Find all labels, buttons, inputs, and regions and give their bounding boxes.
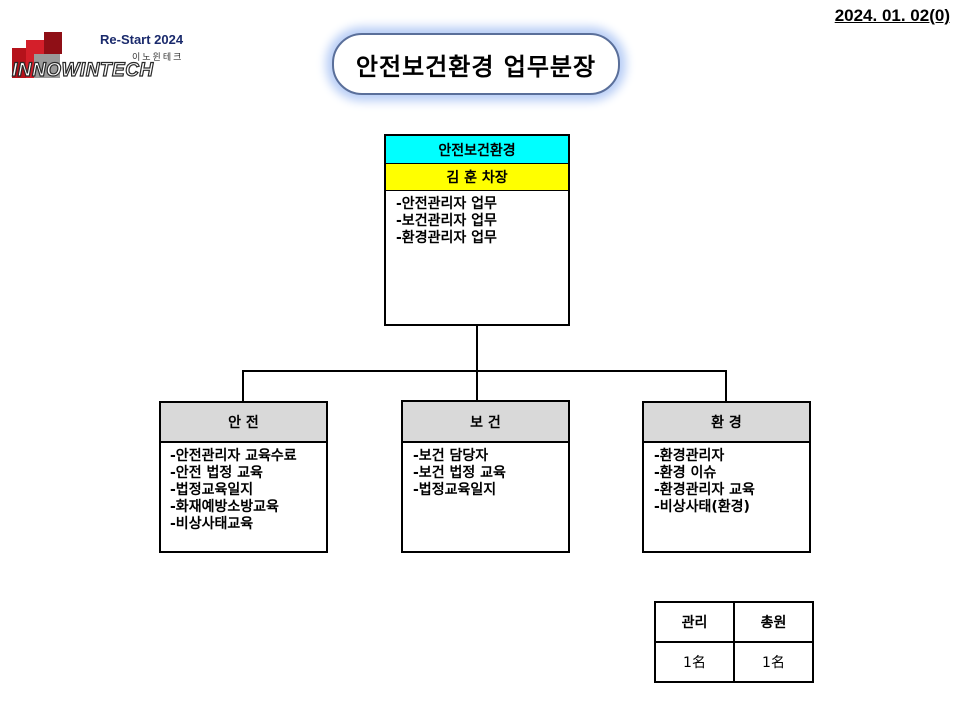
logo-restart-text: Re-Start 2024	[100, 32, 184, 47]
connector-line	[476, 325, 478, 372]
logo-mark-icon	[12, 32, 62, 78]
document-date: 2024. 01. 02(0)	[834, 6, 950, 25]
dept-header: 안전보건환경	[386, 136, 568, 164]
list-item: -화재예방소방교육	[170, 499, 279, 515]
list-item: -법정교육일지	[170, 482, 254, 498]
list-item: -안전 법정 교육	[170, 465, 263, 481]
list-item: -안전관리자 교육수료	[170, 448, 297, 464]
logo-brand-text: INNOWINTECH	[11, 59, 154, 81]
list-item: -법정교육일지	[413, 482, 497, 498]
section-item-list: -안전관리자 교육수료 -안전 법정 교육 -법정교육일지 -화재예방소방교육 …	[161, 443, 326, 533]
list-item: -안전관리자 업무	[396, 196, 497, 212]
page-title: 안전보건환경 업무분장	[332, 33, 620, 95]
connector-line	[476, 370, 478, 402]
table-header-cell: 관리	[654, 601, 735, 643]
logo-korean-text: 이노윈테크	[132, 53, 184, 63]
list-item: -환경관리자 업무	[396, 230, 497, 246]
section-item-list: -보건 담당자 -보건 법정 교육 -법정교육일지	[403, 443, 568, 499]
table-cell: 1名	[654, 641, 735, 683]
headcount-table: 관리 총원 1名 1名	[654, 601, 814, 683]
top-duty-list: -안전관리자 업무 -보건관리자 업무 -환경관리자 업무	[386, 191, 568, 247]
table-header-cell: 총원	[733, 601, 814, 643]
section-item-list: -환경관리자 -환경 이슈 -환경관리자 교육 -비상사태(환경)	[644, 443, 809, 516]
connector-line	[242, 370, 727, 372]
connector-line	[725, 370, 727, 402]
list-item: -보건 담당자	[413, 448, 489, 464]
list-item: -보건관리자 업무	[396, 213, 497, 229]
list-item: -환경관리자 교육	[654, 482, 755, 498]
section-box-safety: 안 전 -안전관리자 교육수료 -안전 법정 교육 -법정교육일지 -화재예방소…	[159, 401, 328, 553]
company-logo: Re-Start 2024 이노윈테크 INNOWINTECH	[10, 30, 190, 82]
section-header: 안 전	[161, 403, 326, 443]
section-header: 환 경	[644, 403, 809, 443]
section-box-environment: 환 경 -환경관리자 -환경 이슈 -환경관리자 교육 -비상사태(환경)	[642, 401, 811, 553]
list-item: -환경 이슈	[654, 465, 717, 481]
list-item: -비상사태교육	[170, 516, 254, 532]
top-role-box: 안전보건환경 김 훈 차장 -안전관리자 업무 -보건관리자 업무 -환경관리자…	[384, 134, 570, 326]
connector-line	[242, 370, 244, 402]
table-header-row: 관리 총원	[654, 601, 814, 643]
section-box-health: 보 건 -보건 담당자 -보건 법정 교육 -법정교육일지	[401, 400, 570, 553]
list-item: -보건 법정 교육	[413, 465, 506, 481]
list-item: -비상사태(환경)	[654, 499, 750, 515]
person-header: 김 훈 차장	[386, 164, 568, 191]
list-item: -환경관리자	[654, 448, 725, 464]
table-row: 1名 1名	[654, 641, 814, 683]
section-header: 보 건	[403, 402, 568, 443]
table-cell: 1名	[733, 641, 814, 683]
